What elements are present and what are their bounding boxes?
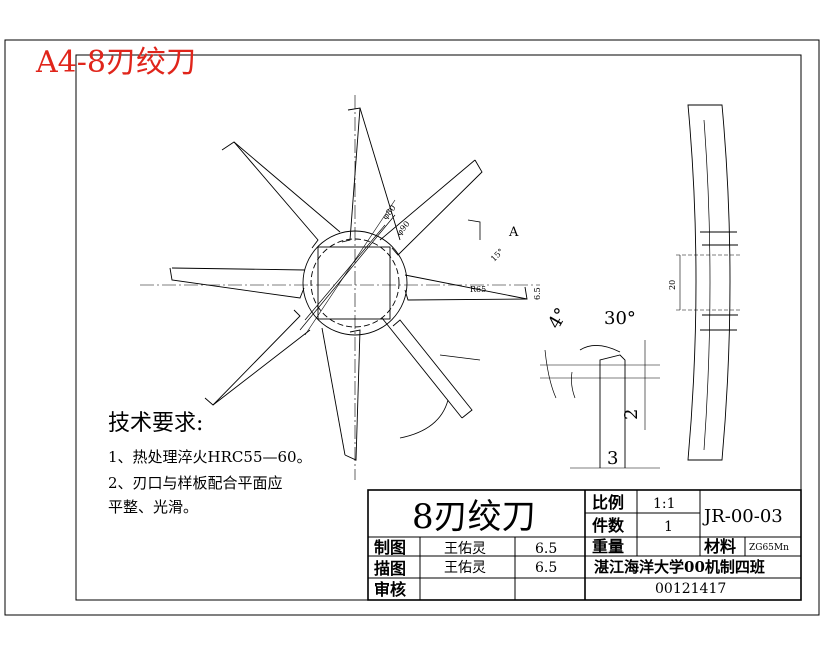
title-block [367, 489, 802, 601]
school-name: 湛江海洋大学00机制四班 [594, 558, 765, 576]
material-value: ZG65Mn [749, 543, 789, 553]
blade-8 [391, 159, 483, 256]
hub-circle-outer [302, 230, 408, 336]
drawn-label: 制图 [374, 538, 406, 557]
angle-30-label: 30° [604, 308, 636, 329]
student-id: 00121417 [655, 581, 726, 597]
qty-value: 1 [664, 519, 673, 535]
qty-label: 件数 [592, 516, 625, 535]
square-hole [317, 246, 391, 320]
blade-3b [171, 267, 306, 271]
dim-2-label: 2 [621, 409, 642, 420]
checked-label: 审核 [374, 580, 406, 599]
d65-label: 6.5 [533, 287, 542, 300]
front-view [140, 95, 540, 480]
blade-3 [169, 267, 305, 299]
blade-4 [204, 309, 301, 406]
dim-3-label: 3 [607, 448, 618, 469]
angle-15-label: 15° [489, 247, 505, 263]
drawn-date: 6.5 [535, 541, 557, 557]
blades [169, 107, 528, 461]
drawing-number: JR-00-03 [702, 506, 783, 527]
outer-border [4, 39, 820, 616]
blade-5b [321, 327, 346, 456]
requirements-heading: 技术要求: [108, 411, 203, 436]
sheet-label: A4-8刃绞刀 [35, 45, 196, 80]
traced-date: 6.5 [535, 560, 557, 576]
requirement-line-3: 平整、光滑。 [108, 498, 198, 516]
dia-90-label: φ90 [395, 219, 412, 237]
r65-label: R65 [470, 285, 486, 294]
view-a-label: A [508, 225, 519, 240]
side-view [676, 104, 740, 461]
traced-label: 描图 [374, 559, 406, 578]
blade-7 [404, 286, 528, 301]
blade-8b [379, 159, 476, 241]
blade-1 [341, 107, 361, 243]
dim-20-label: 20 [668, 280, 677, 290]
traced-name: 王佑灵 [444, 560, 486, 576]
blade-6 [392, 319, 473, 419]
blade-5 [344, 329, 361, 461]
blade-profile-detail [540, 340, 660, 469]
blade-4b [212, 329, 311, 406]
angle-4-label: 4° [544, 304, 572, 332]
blade-2 [221, 141, 319, 249]
blade-1b [359, 107, 401, 241]
part-name: 8刃绞刀 [412, 497, 536, 537]
requirement-line-2: 2、刃口与样板配合平面应 [108, 474, 283, 492]
scale-label: 比例 [592, 493, 624, 512]
dia-80-label: φ80 [381, 203, 398, 221]
blade-7b [404, 274, 528, 300]
material-label: 材料 [704, 537, 736, 556]
requirement-line-1: 1、热处理淬火HRC55—60。 [108, 448, 312, 466]
weight-label: 重量 [592, 537, 624, 556]
scale-value: 1:1 [653, 496, 676, 512]
drawn-name: 王佑灵 [444, 541, 486, 557]
blade-2b [233, 141, 341, 233]
hub-circle-inner [310, 238, 400, 328]
blade-6b [381, 317, 463, 419]
